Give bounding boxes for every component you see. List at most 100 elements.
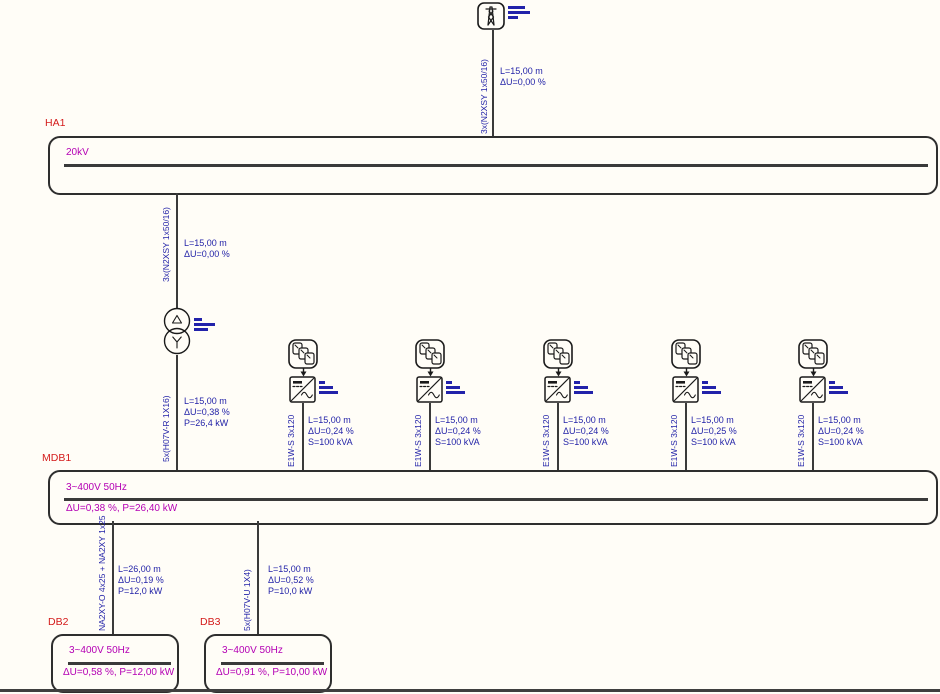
cable-voltage-drop: ΔU=0,00 % (500, 77, 546, 87)
cable-length: L=26,00 m (118, 564, 161, 574)
cable-label: 5x(H07V-R 1X16) (161, 395, 171, 462)
annotation-bars (702, 381, 721, 396)
ha1-label: HA1 (45, 117, 66, 129)
cable-length: L=15,00 m (184, 396, 227, 406)
cable-label: 3x(N2XSY 1x50/16) (479, 59, 489, 134)
flow-arrow-icon (554, 368, 563, 377)
drawing-frame-border (0, 689, 940, 692)
db2-busbar-panel[interactable]: 3~400V 50Hz ΔU=0,58 %, P=12,00 kW (51, 634, 179, 693)
dc-ac-converter-icon[interactable] (544, 376, 571, 403)
annotation-bars (194, 318, 215, 333)
db3-label: DB3 (200, 616, 221, 628)
connection-line (176, 355, 178, 470)
cable-length: L=15,00 m (268, 564, 311, 574)
cable-voltage-drop: ΔU=0,38 % (184, 407, 230, 417)
dc-ac-converter-icon[interactable] (289, 376, 316, 403)
cable-power: P=10,0 kW (268, 586, 313, 596)
pv-branch: E1W-S 3x120 L=15,00 m ΔU=0,24 % S=100 kV… (400, 339, 520, 470)
cable-length: L=15,00 m (563, 415, 606, 425)
connection-line (176, 193, 178, 308)
transmission-tower-icon[interactable] (477, 2, 505, 30)
ha1-busbar-line (64, 164, 928, 167)
db2-voltage: 3~400V 50Hz (69, 645, 130, 656)
annotation-bars (574, 381, 593, 396)
connection-line (492, 30, 494, 136)
db3-busbar-panel[interactable]: 3~400V 50Hz ΔU=0,91 %, P=10,00 kW (204, 634, 332, 693)
annotation-bars (829, 381, 848, 396)
db2-label: DB2 (48, 616, 69, 628)
cable-apparent-power: S=100 kVA (818, 437, 863, 447)
connection-line (112, 521, 114, 634)
pv-array-icon[interactable] (288, 339, 318, 369)
mdb1-label: MDB1 (42, 452, 72, 464)
connection-line (557, 403, 559, 470)
cable-values: L=15,00 m ΔU=0,52 % P=10,0 kW (268, 564, 314, 597)
cable-values: L=15,00 m ΔU=0,24 % S=100 kVA (563, 415, 609, 448)
cable-voltage-drop: ΔU=0,24 % (435, 426, 481, 436)
pv-branch: E1W-S 3x120 L=15,00 m ΔU=0,24 % S=100 kV… (273, 339, 393, 470)
connection-line (257, 521, 259, 634)
cable-label: 5x(H07V-U 1X4) (242, 569, 252, 631)
db3-result: ΔU=0,91 %, P=10,00 kW (216, 667, 328, 678)
cable-values: L=15,00 m ΔU=0,00 % (500, 66, 546, 88)
pv-branch: E1W-S 3x120 L=15,00 m ΔU=0,24 % S=100 kV… (783, 339, 903, 470)
cable-label: E1W-S 3x120 (669, 414, 679, 467)
cable-values: L=15,00 m ΔU=0,25 % S=100 kVA (691, 415, 737, 448)
cable-values: L=15,00 m ΔU=0,24 % S=100 kVA (308, 415, 354, 448)
connection-line (302, 403, 304, 470)
cable-apparent-power: S=100 kVA (435, 437, 480, 447)
cable-length: L=15,00 m (184, 238, 227, 248)
cable-apparent-power: S=100 kVA (691, 437, 736, 447)
cable-label: E1W-S 3x120 (541, 414, 551, 467)
flow-arrow-icon (682, 368, 691, 377)
cable-power: P=12,0 kW (118, 586, 163, 596)
annotation-bars (319, 381, 338, 396)
cable-length: L=15,00 m (691, 415, 734, 425)
connection-line (812, 403, 814, 470)
dc-ac-converter-icon[interactable] (672, 376, 699, 403)
cable-voltage-drop: ΔU=0,24 % (818, 426, 864, 436)
pv-branch: E1W-S 3x120 L=15,00 m ΔU=0,24 % S=100 kV… (528, 339, 648, 470)
dc-ac-converter-icon[interactable] (799, 376, 826, 403)
cable-length: L=15,00 m (500, 66, 543, 76)
pv-array-icon[interactable] (798, 339, 828, 369)
db2-busbar-line (68, 662, 171, 665)
dc-ac-converter-icon[interactable] (416, 376, 443, 403)
cable-values: L=26,00 m ΔU=0,19 % P=12,0 kW (118, 564, 164, 597)
mdb1-result: ΔU=0,38 %, P=26,40 kW (66, 503, 178, 514)
cable-label: E1W-S 3x120 (796, 414, 806, 467)
mdb1-busbar-panel[interactable]: 3~400V 50Hz ΔU=0,38 %, P=26,40 kW (48, 470, 938, 525)
ha1-busbar-panel[interactable]: 20kV (48, 136, 938, 195)
cable-power: P=26,4 kW (184, 418, 229, 428)
db3-busbar-line (221, 662, 324, 665)
pv-array-icon[interactable] (671, 339, 701, 369)
db3-voltage: 3~400V 50Hz (222, 645, 283, 656)
pv-array-icon[interactable] (415, 339, 445, 369)
annotation-bars (508, 6, 530, 21)
cable-apparent-power: S=100 kVA (308, 437, 353, 447)
cable-length: L=15,00 m (818, 415, 861, 425)
ha1-voltage: 20kV (66, 147, 89, 158)
cable-length: L=15,00 m (435, 415, 478, 425)
flow-arrow-icon (299, 368, 308, 377)
cable-voltage-drop: ΔU=0,24 % (308, 426, 354, 436)
flow-arrow-icon (809, 368, 818, 377)
cable-values: L=15,00 m ΔU=0,00 % (184, 238, 230, 260)
pv-branch: E1W-S 3x120 L=15,00 m ΔU=0,25 % S=100 kV… (656, 339, 776, 470)
connection-line (429, 403, 431, 470)
pv-array-icon[interactable] (543, 339, 573, 369)
cable-voltage-drop: ΔU=0,00 % (184, 249, 230, 259)
cable-apparent-power: S=100 kVA (563, 437, 608, 447)
cable-label: NA2XY-O 4x25 + NA2XY 1x25 (97, 515, 107, 631)
cable-voltage-drop: ΔU=0,19 % (118, 575, 164, 585)
cable-voltage-drop: ΔU=0,25 % (691, 426, 737, 436)
flow-arrow-icon (426, 368, 435, 377)
db2-result: ΔU=0,58 %, P=12,00 kW (63, 667, 175, 678)
cable-values: L=15,00 m ΔU=0,24 % S=100 kVA (818, 415, 864, 448)
cable-voltage-drop: ΔU=0,52 % (268, 575, 314, 585)
cable-label: 3x(N2XSY 1x50/16) (161, 207, 171, 282)
connection-line (685, 403, 687, 470)
transformer-icon[interactable] (154, 306, 200, 356)
cable-voltage-drop: ΔU=0,24 % (563, 426, 609, 436)
